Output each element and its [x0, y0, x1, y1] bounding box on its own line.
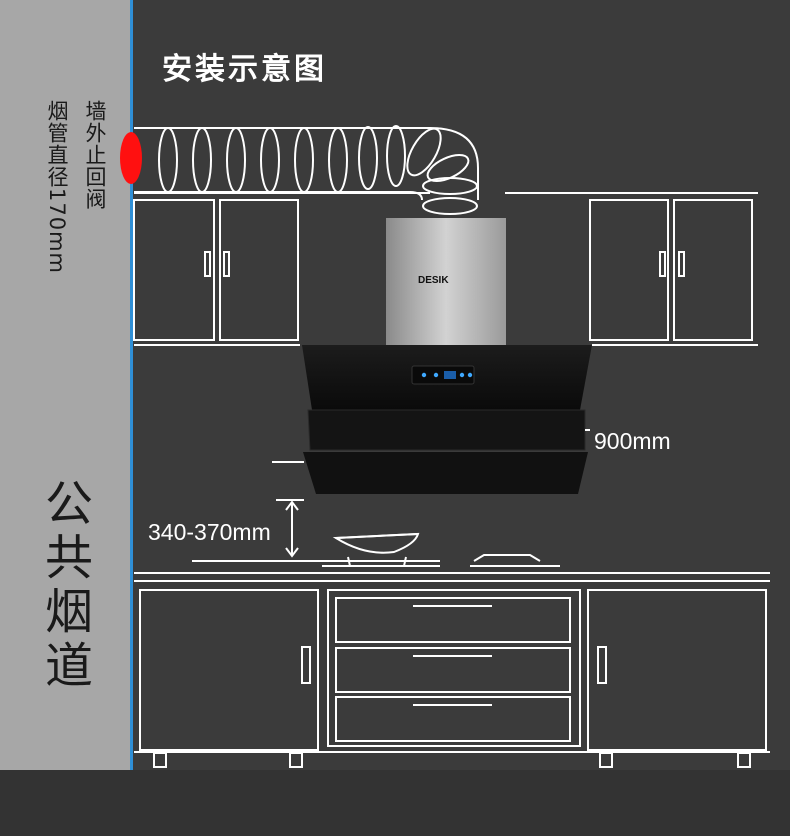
wall-edge-line [130, 0, 133, 770]
check-valve-icon [120, 132, 142, 184]
lower-cabinets [134, 572, 770, 768]
hood-intake [307, 409, 586, 451]
upper-cabinet-left [133, 192, 430, 341]
wall [0, 0, 132, 770]
wall-valve-label: 墙外止回阀 [83, 100, 107, 210]
width-dimension-label: 900mm [594, 428, 671, 454]
upper-cabinet-right [505, 192, 758, 341]
exhaust-duct [134, 125, 479, 215]
hood-brand: DESIK [418, 275, 449, 286]
hood-bottom-panel [303, 452, 588, 494]
floor-strip [0, 770, 790, 836]
public-duct-label: 公共烟道 [36, 478, 92, 694]
range-hood [302, 218, 592, 494]
height-dimension-label: 340-370mm [148, 519, 271, 545]
hood-chimney [386, 218, 506, 345]
control-panel [411, 365, 475, 385]
duct-diameter-label: 烟管直径170mm [45, 100, 69, 274]
diagram-title: 安装示意图 [162, 52, 327, 87]
stove-and-pan [322, 532, 560, 567]
